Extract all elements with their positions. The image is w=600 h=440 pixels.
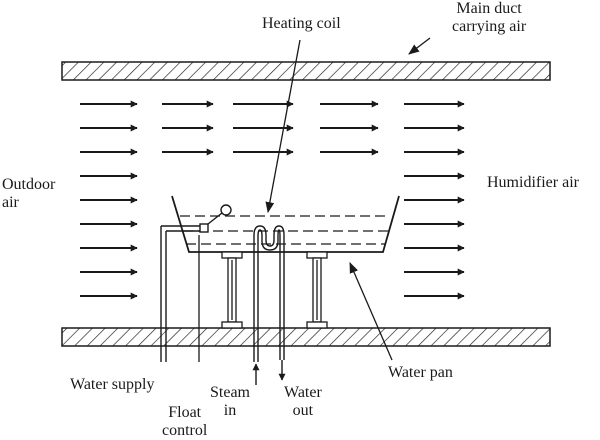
water-pan-leader bbox=[349, 261, 393, 361]
water-pan bbox=[171, 195, 400, 253]
water-supply-line bbox=[160, 225, 200, 362]
humidifier-air-label: Humidifier air bbox=[487, 174, 579, 191]
duct-bottom-wall bbox=[61, 327, 551, 347]
water-pan-label: Water pan bbox=[388, 364, 453, 381]
water-out-label: Water out bbox=[284, 384, 322, 419]
water-supply-label: Water supply bbox=[70, 376, 155, 393]
float-control-label: Float control bbox=[162, 404, 208, 439]
heating-coil-leader bbox=[265, 39, 301, 214]
duct-top-wall bbox=[61, 61, 551, 81]
steam-in-label: Steam in bbox=[210, 384, 250, 419]
airflow-arrows bbox=[80, 100, 465, 300]
outdoor-air-label: Outdoor air bbox=[2, 176, 56, 211]
pan-support-left bbox=[221, 251, 243, 329]
heating-coil-label: Heating coil bbox=[262, 15, 341, 32]
heating-coil bbox=[253, 225, 285, 362]
float-control-valve bbox=[198, 204, 232, 362]
main-duct-leader bbox=[408, 37, 431, 55]
main-duct-label: Main duct carrying air bbox=[452, 0, 527, 35]
pan-support-right bbox=[306, 251, 328, 329]
